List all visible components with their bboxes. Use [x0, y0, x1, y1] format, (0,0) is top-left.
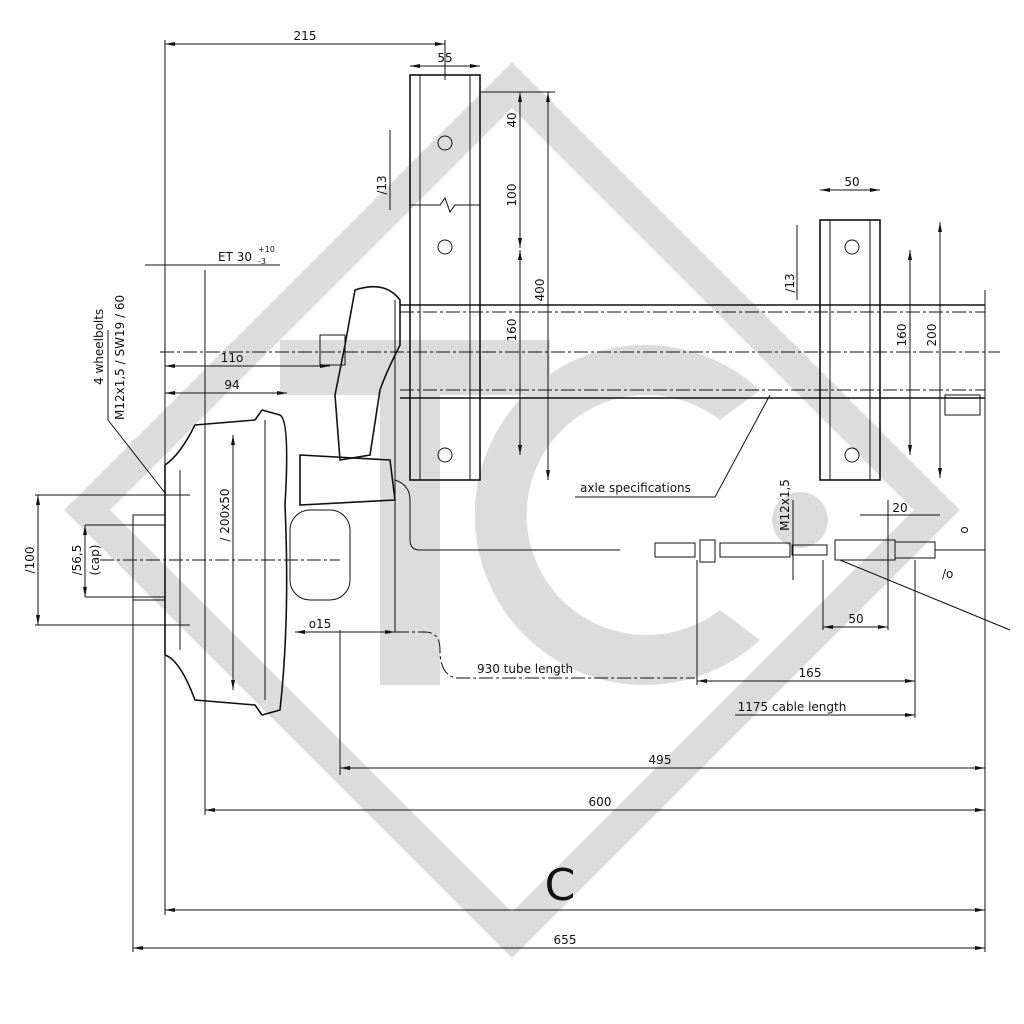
- cable-length: 1175 cable length: [738, 700, 847, 714]
- axle-spec-leader: [575, 394, 771, 498]
- brake-drum: [35, 409, 340, 716]
- left-mounting-plate: [389, 64, 555, 481]
- dim-50-top: 50: [844, 175, 859, 189]
- wheelbolts-spec: M12x1,5 / SW19 / 60: [113, 295, 127, 420]
- dim-110: 11o: [221, 351, 244, 365]
- wheelbolts-count: 4 wheelbolts: [92, 309, 106, 385]
- dim-600: 600: [589, 795, 612, 809]
- dim-495: 495: [649, 753, 672, 767]
- cap-label: (cap): [88, 545, 102, 576]
- wheelbolt-leader: [107, 330, 166, 494]
- dim-o: o: [957, 526, 971, 533]
- dim-215: 215: [294, 29, 317, 43]
- et-tolerance-minus: -3: [258, 257, 266, 266]
- brake-cable: [295, 479, 1011, 718]
- dim-dia-56-5: /56,5: [70, 545, 84, 576]
- bottom-dimensions: [133, 42, 985, 950]
- axle-tube: [160, 304, 1000, 416]
- dim-15: o15: [309, 617, 332, 631]
- tube-length: 930 tube length: [477, 662, 573, 676]
- dim-dia-100: /100: [23, 547, 37, 574]
- et-offset: ET 30: [218, 250, 252, 264]
- axle-specifications-label: axle specifications: [580, 481, 691, 495]
- dim-20: 20: [892, 501, 907, 515]
- et-tolerance-plus: +10: [258, 245, 275, 254]
- drum-size: / 200x50: [218, 488, 232, 541]
- dim-pin-dia: /o: [942, 567, 953, 581]
- dim-13-right: /13: [783, 273, 797, 292]
- dim-c: C: [545, 860, 576, 911]
- dim-94: 94: [224, 378, 239, 392]
- dim-160-left: 160: [505, 319, 519, 342]
- dim-160-right: 160: [895, 324, 909, 347]
- thread-m12: M12x1,5: [778, 479, 792, 531]
- dim-40: 40: [505, 112, 519, 127]
- dim-165: 165: [799, 666, 822, 680]
- right-mounting-plate: [796, 188, 942, 481]
- swing-arm: [289, 285, 401, 632]
- dim-400: 400: [533, 279, 547, 302]
- dim-100: 100: [505, 184, 519, 207]
- dim-55: 55: [437, 51, 452, 65]
- dim-50-bottom: 50: [848, 612, 863, 626]
- dim-655: 655: [554, 933, 577, 947]
- dim-200: 200: [925, 324, 939, 347]
- dim-13-left: /13: [375, 175, 389, 194]
